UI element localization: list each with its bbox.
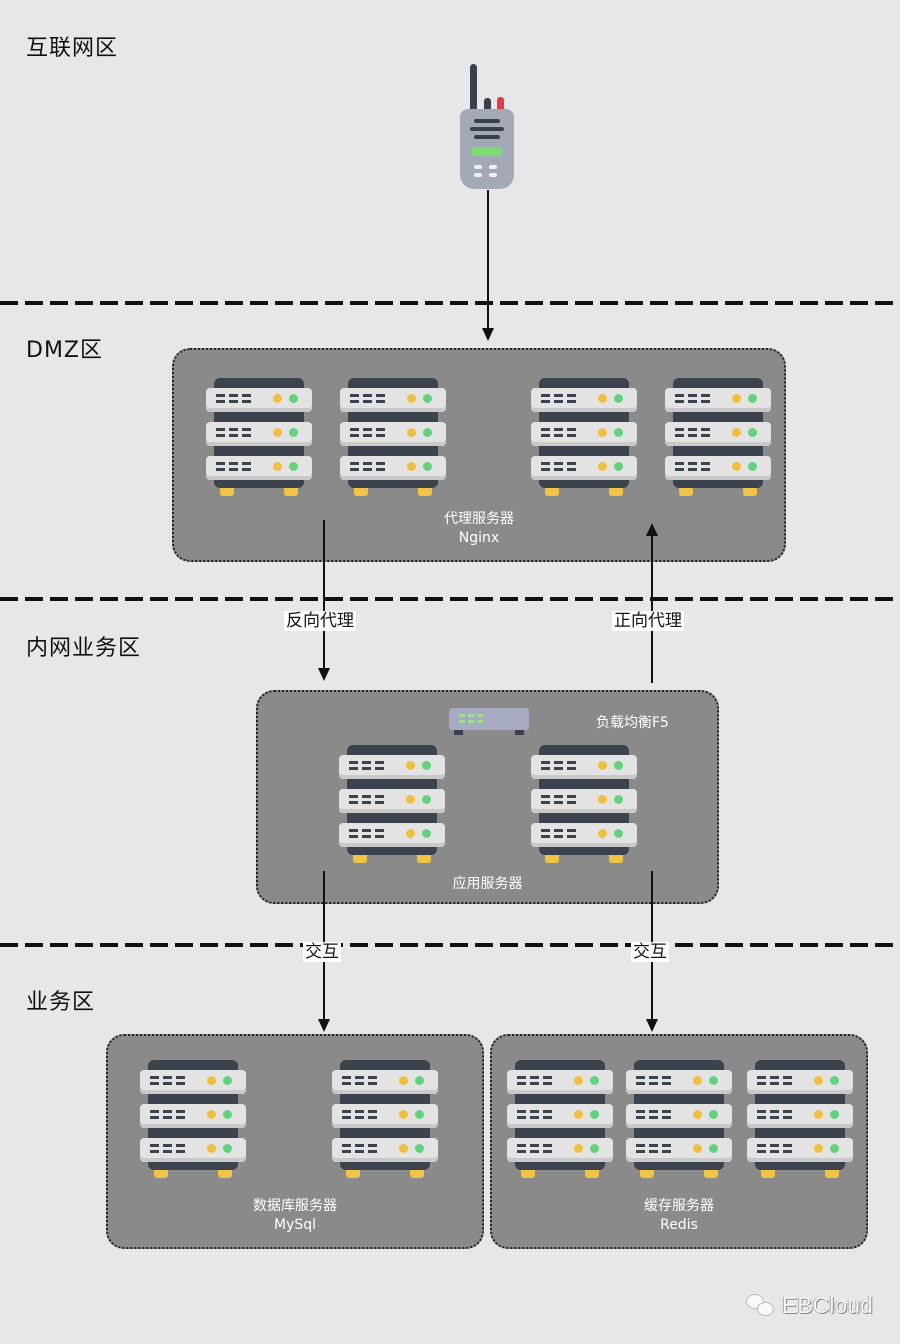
app-title: 应用服务器	[452, 876, 523, 892]
database-subtitle: MySql	[273, 1217, 317, 1233]
server-rack-icon[interactable]	[507, 1060, 613, 1178]
arrow-head-icon	[318, 1019, 330, 1032]
zone-label-intranet: 内网业务区	[26, 636, 142, 661]
zone-label-dmz: DMZ区	[26, 338, 103, 363]
arrow-head-icon	[482, 328, 494, 341]
proxy-title: 代理服务器	[444, 511, 514, 527]
database-title: 数据库服务器	[253, 1198, 337, 1214]
server-rack-icon[interactable]	[665, 378, 771, 496]
edge-forward-proxy	[651, 535, 653, 683]
server-rack-icon[interactable]	[531, 378, 637, 496]
zone-label-business: 业务区	[26, 990, 96, 1015]
server-rack-icon[interactable]	[626, 1060, 732, 1178]
watermark: EBCloud	[746, 1292, 873, 1319]
zone-label-internet: 互联网区	[26, 36, 119, 61]
server-rack-icon[interactable]	[339, 745, 445, 863]
zone-divider	[0, 301, 900, 305]
proxy-subtitle: Nginx	[458, 530, 500, 546]
edge-label-interaction: 交互	[631, 942, 669, 962]
edge-label-interaction: 交互	[303, 942, 341, 962]
server-rack-icon[interactable]	[332, 1060, 438, 1178]
zone-divider	[0, 597, 900, 601]
server-rack-icon[interactable]	[747, 1060, 853, 1178]
arrow-head-icon	[318, 668, 330, 681]
walkie-talkie-icon[interactable]	[460, 64, 516, 189]
arrow-head-icon	[646, 1019, 658, 1032]
server-rack-icon[interactable]	[531, 745, 637, 863]
edge-reverse-proxy	[323, 520, 325, 668]
cache-title: 缓存服务器	[644, 1198, 714, 1214]
zone-divider	[0, 943, 900, 947]
server-rack-icon[interactable]	[206, 378, 312, 496]
wechat-icon	[746, 1293, 776, 1318]
edge-client-to-proxy	[487, 190, 489, 330]
edge-label-reverse-proxy: 反向代理	[284, 611, 356, 631]
watermark-brand: EBCloud	[782, 1292, 873, 1318]
load-balancer-icon[interactable]	[449, 708, 529, 736]
cache-subtitle: Redis	[660, 1217, 698, 1233]
load-balancer-label: 负载均衡F5	[596, 715, 669, 731]
arrow-head-icon	[646, 523, 658, 536]
server-rack-icon[interactable]	[340, 378, 446, 496]
server-rack-icon[interactable]	[140, 1060, 246, 1178]
edge-label-forward-proxy: 正向代理	[612, 611, 684, 631]
